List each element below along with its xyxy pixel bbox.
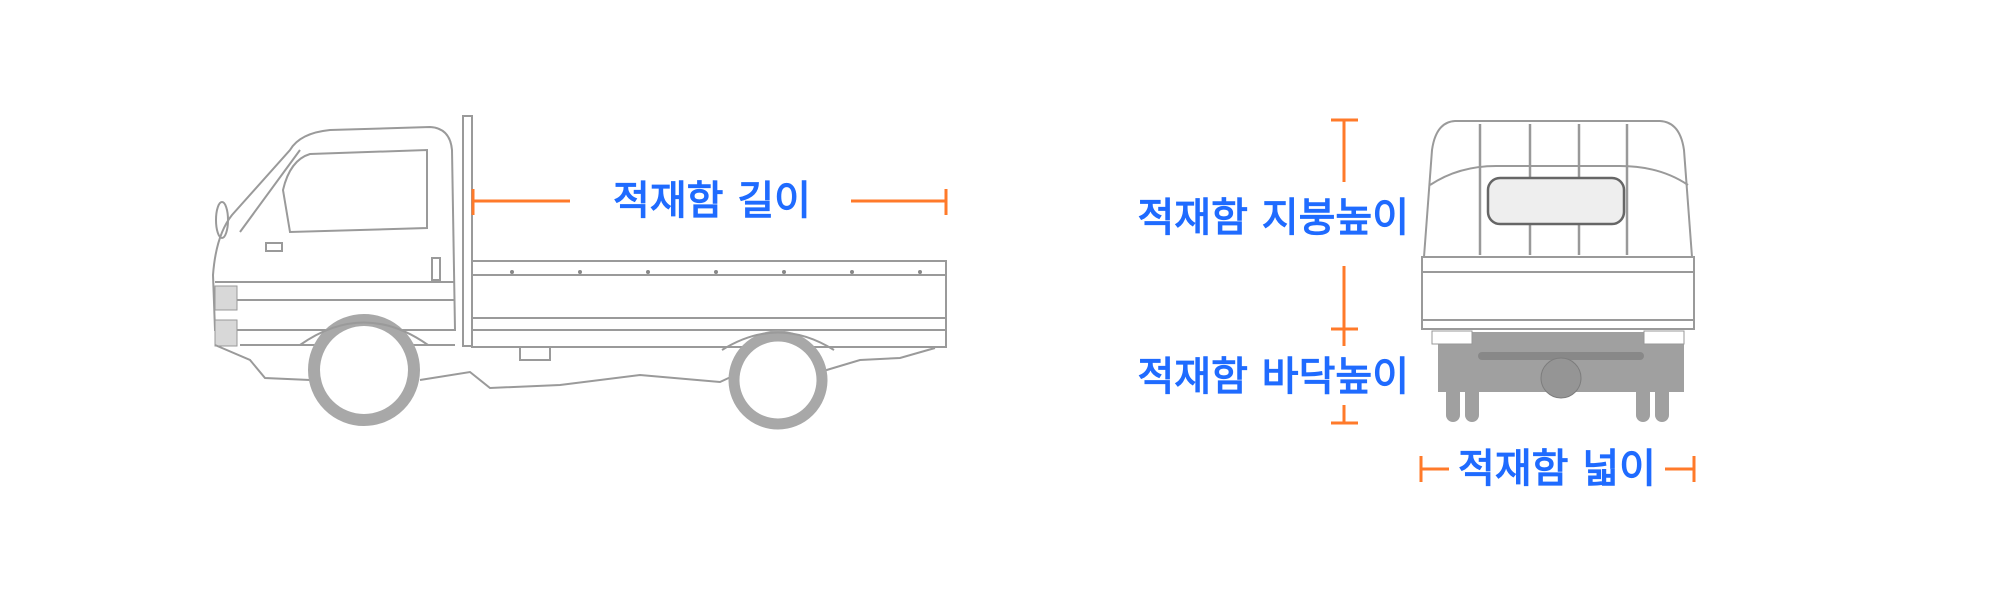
front-fender: [299, 321, 429, 346]
cargo-length-label: 적재함 길이: [613, 178, 811, 224]
right-tail-light: [1643, 330, 1685, 345]
step: [519, 346, 551, 361]
cab-rear-window: [1486, 176, 1626, 226]
width-dimension-line: [1419, 456, 1696, 482]
floor-height-label: 적재함 바닥높이: [1137, 354, 1409, 400]
turn-signal: [214, 319, 238, 347]
roof-height-label: 적재함 지붕높이: [1137, 195, 1409, 241]
cargo-bed: [471, 260, 947, 348]
tailgate-lines: [1422, 271, 1694, 321]
chassis-outline: [214, 344, 936, 390]
rear-right-tire: [1655, 380, 1669, 422]
height-dimension-line: [1331, 118, 1358, 425]
tailgate: [1421, 256, 1695, 330]
axle: [1478, 352, 1644, 360]
bed-rivets: [510, 270, 922, 274]
rear-view-truck: [1421, 120, 1695, 422]
rear-right-tire: [1636, 380, 1650, 422]
rear-left-tire: [1446, 380, 1460, 422]
a-pillar: [239, 149, 301, 233]
side-view-truck: [211, 115, 947, 430]
headlight: [214, 285, 238, 311]
door-handle: [265, 242, 283, 252]
mirror: [215, 201, 229, 239]
length-dimension-line: [471, 189, 948, 215]
cargo-width-label: 적재함 넓이: [1458, 446, 1656, 492]
rear-fender: [721, 331, 835, 351]
bed-rails: [472, 274, 946, 331]
front-wheel: [308, 314, 420, 426]
cab-outline: [211, 125, 457, 331]
headboard-post: [462, 115, 473, 347]
canopy-frame: [1423, 120, 1693, 258]
differential: [1540, 357, 1582, 399]
cab-window: [281, 148, 428, 234]
rear-wheel: [728, 330, 828, 430]
left-tail-light: [1431, 330, 1473, 345]
fuel-cap: [431, 257, 441, 281]
rear-left-tire: [1465, 380, 1479, 422]
canopy-roof-line: [1429, 164, 1689, 186]
